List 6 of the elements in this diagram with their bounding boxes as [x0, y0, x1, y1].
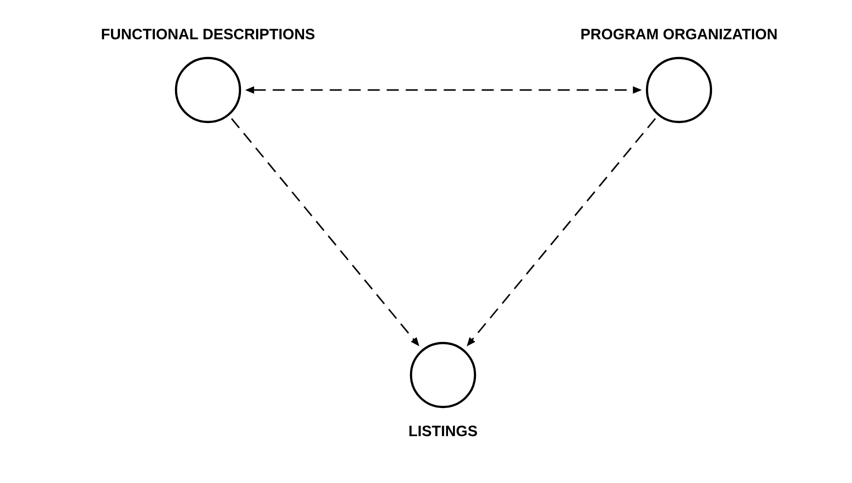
- node-label: FUNCTIONAL DESCRIPTIONS: [102, 28, 314, 40]
- circle-node: PROGRAM ORGANIZATION: [581, 28, 777, 124]
- circle-node: FUNCTIONAL DESCRIPTIONS: [102, 28, 314, 124]
- node-label: PROGRAM ORGANIZATION: [581, 28, 777, 40]
- circle-node: LISTINGS: [409, 342, 477, 436]
- node-label: LISTINGS: [409, 426, 478, 436]
